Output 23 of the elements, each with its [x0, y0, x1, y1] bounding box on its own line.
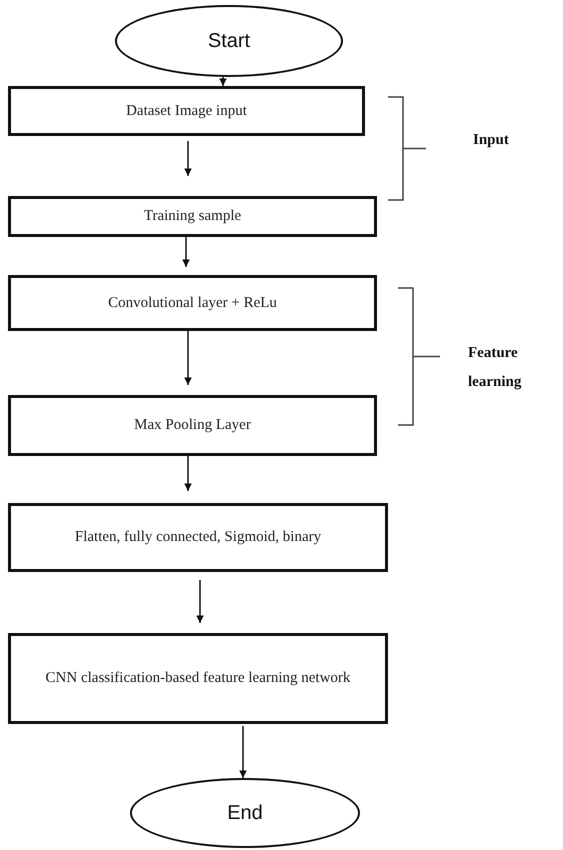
- arrow: [239, 726, 247, 778]
- arrow: [196, 580, 204, 623]
- node-text: Start: [208, 30, 250, 52]
- arrow: [184, 141, 192, 176]
- arrow: [182, 237, 190, 267]
- arrow: [219, 77, 227, 86]
- node-text: Flatten, fully connected, Sigmoid, binary: [74, 528, 322, 548]
- node-text: Max Pooling Layer: [134, 416, 251, 436]
- arrow: [184, 331, 192, 385]
- arrow: [184, 456, 192, 491]
- node-text: Convolutional layer + ReLu: [108, 294, 277, 313]
- node-text: Training sample: [144, 207, 242, 226]
- process-box: [8, 86, 365, 136]
- process-box: [8, 633, 388, 724]
- group-label: Input: [473, 131, 510, 150]
- group-label: Feature learning: [468, 344, 522, 392]
- node-text: End: [227, 802, 263, 824]
- process-box: [8, 503, 388, 572]
- process-box: [8, 275, 377, 331]
- node-text: Dataset Image input: [126, 102, 247, 121]
- process-box: [8, 196, 377, 237]
- node-text: CNN classification-based feature learning network: [46, 669, 350, 688]
- process-box: [8, 395, 377, 456]
